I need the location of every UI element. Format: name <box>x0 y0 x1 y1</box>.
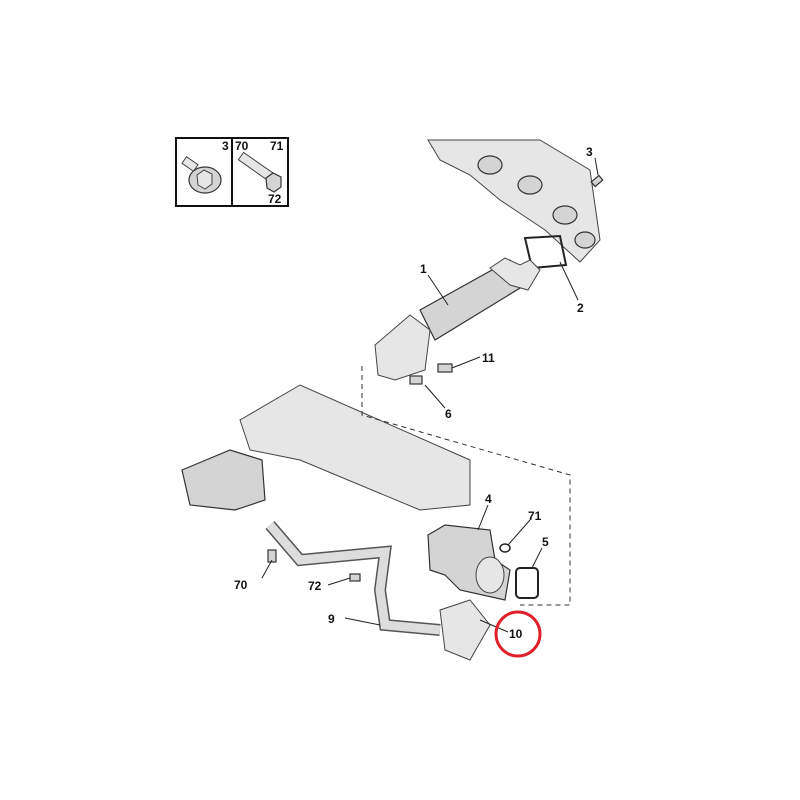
washer-71 <box>499 543 511 553</box>
highlight-circle <box>494 610 542 658</box>
callout-70: 70 <box>234 578 248 592</box>
inset-label-71: 71 <box>270 139 284 153</box>
callout-72: 72 <box>308 579 322 593</box>
callout-1: 1 <box>420 262 427 276</box>
hex-bolt-icon <box>237 151 282 193</box>
inset-label-72: 72 <box>268 192 282 206</box>
callout-4: 4 <box>485 492 492 506</box>
inset-label-70: 70 <box>235 139 249 153</box>
leader-lines <box>261 157 599 633</box>
callout-2: 2 <box>577 301 584 315</box>
gasket-2 <box>523 234 568 270</box>
fastener-inset: 3 70 71 72 <box>175 137 289 207</box>
screw-70 <box>267 549 277 563</box>
callout-9: 9 <box>328 612 335 626</box>
screw-72 <box>349 573 361 582</box>
flange-bolt-icon <box>181 156 222 194</box>
intake-manifold <box>181 384 471 511</box>
screw-11 <box>437 363 453 373</box>
screw-6 <box>409 375 423 385</box>
gasket-5 <box>515 567 539 599</box>
callout-6: 6 <box>445 407 452 421</box>
egr-valve-4 <box>427 524 511 601</box>
callout-3: 3 <box>586 145 593 159</box>
callout-5: 5 <box>542 535 549 549</box>
inset-label-3: 3 <box>222 139 229 153</box>
exhaust-manifold <box>427 139 601 263</box>
callout-11: 11 <box>482 351 495 365</box>
callout-10: 10 <box>509 627 523 641</box>
screw-3 <box>590 174 604 188</box>
egr-cooler-1 <box>374 257 541 381</box>
callout-71: 71 <box>528 509 542 523</box>
egr-pipe-9 <box>265 521 491 661</box>
